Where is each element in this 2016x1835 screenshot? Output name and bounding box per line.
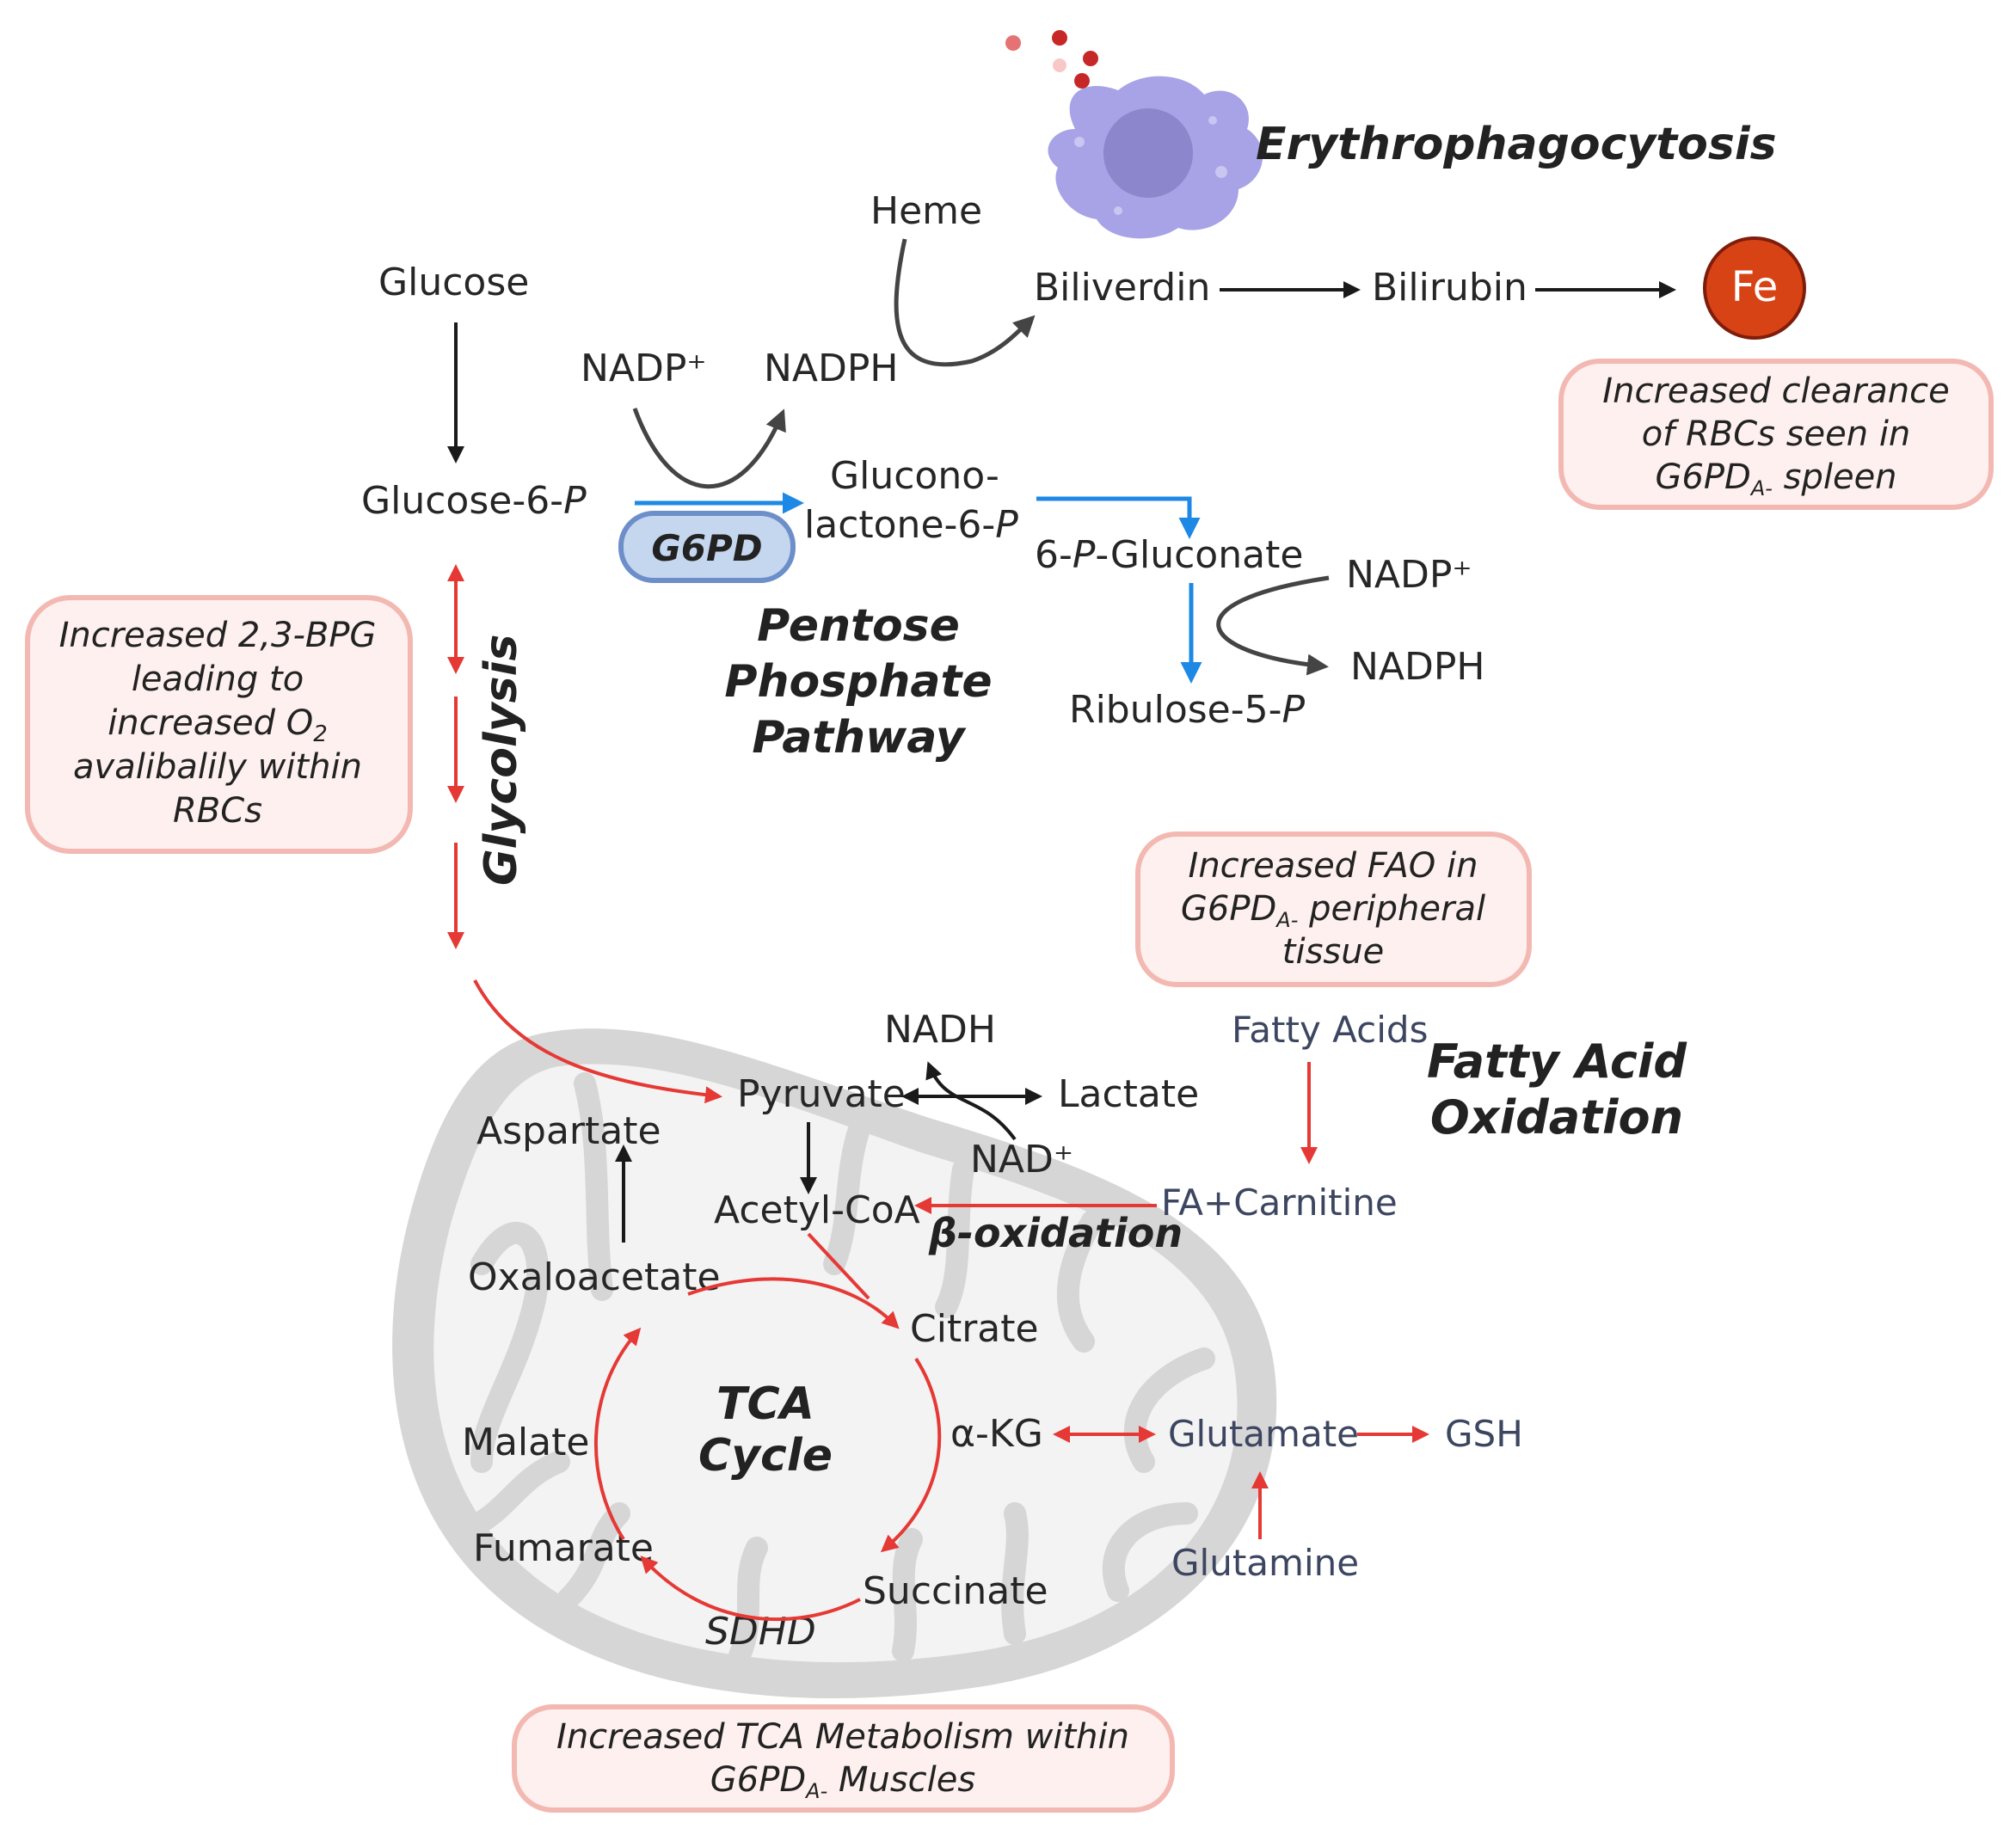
heme-label: Heme [870,189,982,233]
bpg-line4: avalibalily within [73,747,362,787]
bpg-line2: leading to [132,660,304,699]
ribulose-5-p-label: Ribulose-5-P [1069,688,1306,732]
nadp-plus-label-2: NADP⁺ [1346,553,1472,597]
fao-line3: tissue [1282,932,1384,972]
bpg-callout [25,595,413,854]
succinate-label: Succinate [863,1569,1048,1613]
tca-title-line2: Cycle [698,1430,833,1482]
fe-label: Fe [1731,263,1779,311]
nadph-label-1: NADPH [764,347,899,390]
tca-cycle-arrows [593,1232,942,1622]
bpg-line1: Increased 2,3-BPG [59,616,377,655]
bilirubin-label: Bilirubin [1372,266,1527,310]
erythrophagocytosis-label: Erythrophagocytosis [1256,119,1777,170]
glutamine-label: Glutamine [1171,1542,1359,1584]
glycolysis-label: Glycolysis [476,635,527,886]
rbc-clearance-callout [1558,359,1994,510]
akg-label: α-KG [950,1412,1043,1456]
ppp-title-line3: Pathway [752,712,966,764]
ppp-title-line2: Phosphate [724,656,992,708]
arrow-nad-nadh [925,1061,1017,1141]
pyruvate-label: Pyruvate [737,1072,906,1116]
iron-icon: Fe [1703,236,1806,340]
gsh-label: GSH [1445,1413,1523,1455]
rbc-clearance-line2: of RBCs seen in [1642,414,1911,454]
acetyl-coa-label: Acetyl-CoA [714,1188,920,1232]
rbc-clearance-line1: Increased clearance [1602,371,1949,411]
fao-callout [1135,832,1532,987]
tca-arrow-acetylcoa-citrate [807,1232,870,1300]
beta-oxidation-label: β-oxidation [928,1210,1183,1256]
fao-title-line1: Fatty Acid [1427,1034,1687,1089]
fumarate-label: Fumarate [473,1526,654,1570]
malate-label: Malate [462,1421,589,1464]
tca-callout-line2: G6PDA- Muscles [710,1760,975,1803]
glucose-6-p-label: Glucose-6-P [361,479,587,523]
tca-arrow-fumarate-oxaloacetate [593,1327,642,1541]
aspartate-label: Aspartate [476,1109,661,1153]
arrow-heme-biliverdin [894,238,1036,367]
gluconolactone-line1: Glucono- [830,454,999,498]
arrow-nadp-nadph-2 [1216,575,1330,676]
gluconolactone-line2: lactone-6-P [804,503,1018,547]
glucose-label: Glucose [378,261,529,304]
tca-arrow-citrate-succinate [880,1357,942,1553]
nadp-plus-label-1: NADP⁺ [581,347,707,390]
bpg-line5: RBCs [173,791,262,831]
lactate-label: Lactate [1058,1072,1199,1116]
fao-line1: Increased FAO in [1189,846,1478,886]
fao-title-line2: Oxidation [1430,1090,1683,1145]
tca-title-line1: TCA [716,1378,814,1430]
nad-plus-label: NAD⁺ [970,1138,1073,1181]
oxaloacetate-label: Oxaloacetate [468,1255,721,1299]
tca-arrow-oxaloacetate-citrate [687,1277,900,1329]
rbc-clearance-line3: G6PDA- spleen [1655,457,1896,500]
bpg-line3: increased O2 [108,703,328,747]
tca-arrow-succinate-fumarate [640,1556,861,1622]
fatty-acids-label: Fatty Acids [1232,1009,1428,1051]
arrow-glycolysis-pyruvate [473,979,722,1104]
fa-carnitine-label: FA+Carnitine [1161,1181,1398,1224]
nadph-label-2: NADPH [1350,645,1485,689]
arrow-nadp-nadph-1 [632,408,786,489]
ppp-title-line1: Pentose [757,600,960,652]
6-p-gluconate-label: 6-P-Gluconate [1035,533,1303,577]
biliverdin-label: Biliverdin [1034,266,1210,310]
arrow-gluconolactone-gluconate [1036,496,1201,539]
citrate-label: Citrate [910,1307,1039,1351]
nadh-label: NADH [884,1008,996,1052]
glutamate-label: Glutamate [1168,1413,1359,1455]
macrophage-icon [1005,30,1263,239]
g6pd-enzyme-badge: G6PD [618,511,796,583]
tca-callout [512,1704,1175,1813]
mitochondrion-icon [392,1028,1277,1698]
g6pd-label: G6PD [651,527,762,569]
tca-callout-line1: Increased TCA Metabolism within [556,1717,1129,1757]
fao-line2: G6PDA- peripheral [1181,889,1485,932]
